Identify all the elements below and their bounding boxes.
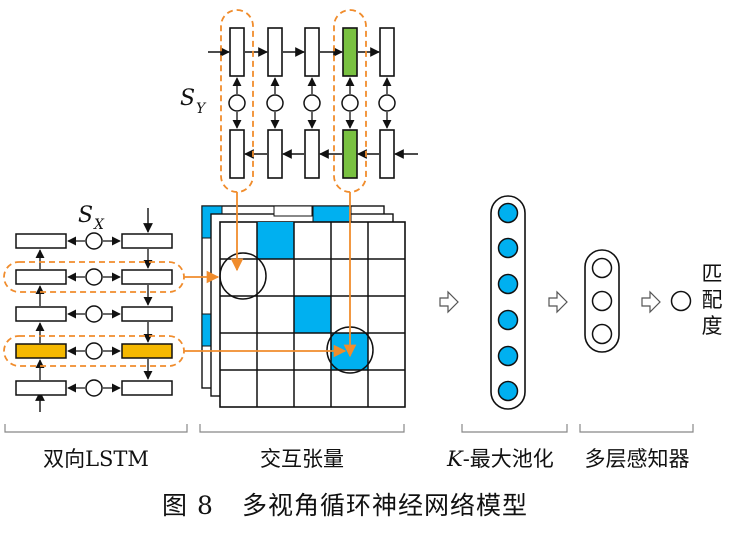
y-input-node (341, 94, 359, 112)
y-input-node (378, 94, 396, 112)
x-to-tensor-connectors (184, 270, 347, 358)
x-input-nodes (85, 232, 103, 397)
y-vertical-arrows (232, 77, 392, 129)
kmax-node (497, 273, 519, 295)
kmax-pooling-vector (490, 195, 526, 410)
x-backward-cell-highlight (121, 343, 173, 359)
kmax-node (497, 380, 519, 402)
kmax-node (497, 237, 519, 259)
s-y-subscript: Y (196, 101, 207, 117)
mlp-node (591, 290, 613, 312)
y-forward-cell-5 (379, 27, 395, 77)
x-backward-cell (121, 306, 173, 322)
tensor-layer-front (219, 221, 406, 408)
y-input-node (228, 94, 246, 112)
kmax-k: K (446, 447, 464, 471)
kmax-node (497, 345, 519, 367)
s-y-label: S (180, 86, 195, 111)
match-score-label: 匹 配 度 (702, 262, 723, 338)
tensor-focus-circle (219, 252, 267, 300)
y-forward-cell-1 (229, 27, 245, 77)
y-backward-cell-1 (229, 129, 245, 179)
section-label-interaction-tensor: 交互张量 (260, 447, 344, 471)
mlp-node (591, 257, 613, 279)
section-brackets (4, 424, 694, 433)
tensor-middle-cell (273, 205, 313, 217)
y-input-node (266, 94, 284, 112)
x-input-node (85, 305, 103, 323)
y-selected-word-1-capsule (220, 9, 254, 193)
y-backward-cell-3 (304, 129, 320, 179)
section-label-kmax-pooling: K-最大池化 (446, 447, 554, 471)
y-forward-cell-3 (304, 27, 320, 77)
flow-arrow-icon-2 (548, 290, 568, 314)
kmax-capsule (490, 195, 526, 410)
tensor-cell-highlight (257, 222, 294, 259)
x-input-node (85, 379, 103, 397)
x-input-node (85, 342, 103, 360)
s-x-subscript: X (93, 217, 105, 233)
x-forward-cell (15, 233, 67, 249)
y-backward-cell-4-highlight (342, 129, 358, 179)
figure-number: 图 8 (162, 491, 214, 520)
x-backward-cell (121, 233, 173, 249)
y-forward-row (229, 27, 395, 77)
x-backward-cell (121, 380, 173, 396)
kmax-rest: -最大池化 (463, 447, 554, 471)
mlp-node (591, 323, 613, 345)
s-x-label: S (78, 203, 93, 228)
y-input-node (303, 94, 321, 112)
x-forward-cell (15, 269, 67, 285)
match-score-char-3: 度 (702, 314, 723, 338)
x-forward-cell (15, 306, 67, 322)
y-backward-row (229, 129, 395, 179)
tensor-gridlines (220, 222, 405, 407)
tensor-cell-highlight (294, 296, 331, 333)
x-input-node (85, 232, 103, 250)
y-bilstm: S Y (180, 9, 418, 193)
y-backward-cell-2 (267, 129, 283, 179)
flow-arrow-icon-1 (439, 290, 459, 314)
interaction-tensor (201, 205, 406, 408)
y-input-nodes (228, 94, 396, 112)
x-bilstm: S X (3, 203, 185, 412)
section-label-bilstm: 双向LSTM (43, 447, 149, 471)
kmax-node (497, 202, 519, 224)
figure-title: 多视角循环神经网络模型 (242, 491, 528, 520)
flow-arrow-icon-3 (641, 290, 661, 314)
match-score-char-1: 匹 (702, 262, 723, 286)
tensor-middle-cell-highlight (312, 205, 352, 223)
y-backward-cell-5 (379, 129, 395, 179)
y-selected-word-4-capsule (333, 9, 367, 193)
x-horizontal-arrows (67, 236, 121, 393)
y-to-tensor-connectors (230, 192, 357, 358)
x-input-node (85, 268, 103, 286)
section-label-mlp: 多层感知器 (585, 447, 690, 471)
mlp-layer (584, 249, 620, 353)
match-score-char-2: 配 (702, 288, 723, 312)
output-node (670, 290, 692, 312)
x-recurrent-arrows (35, 249, 153, 380)
kmax-node (497, 309, 519, 331)
x-forward-cell-highlight (15, 343, 67, 359)
x-forward-cell (15, 380, 67, 396)
x-cells (15, 233, 173, 396)
x-backward-cell (121, 269, 173, 285)
y-forward-cell-2 (267, 27, 283, 77)
y-forward-cell-4-highlight (342, 27, 358, 77)
